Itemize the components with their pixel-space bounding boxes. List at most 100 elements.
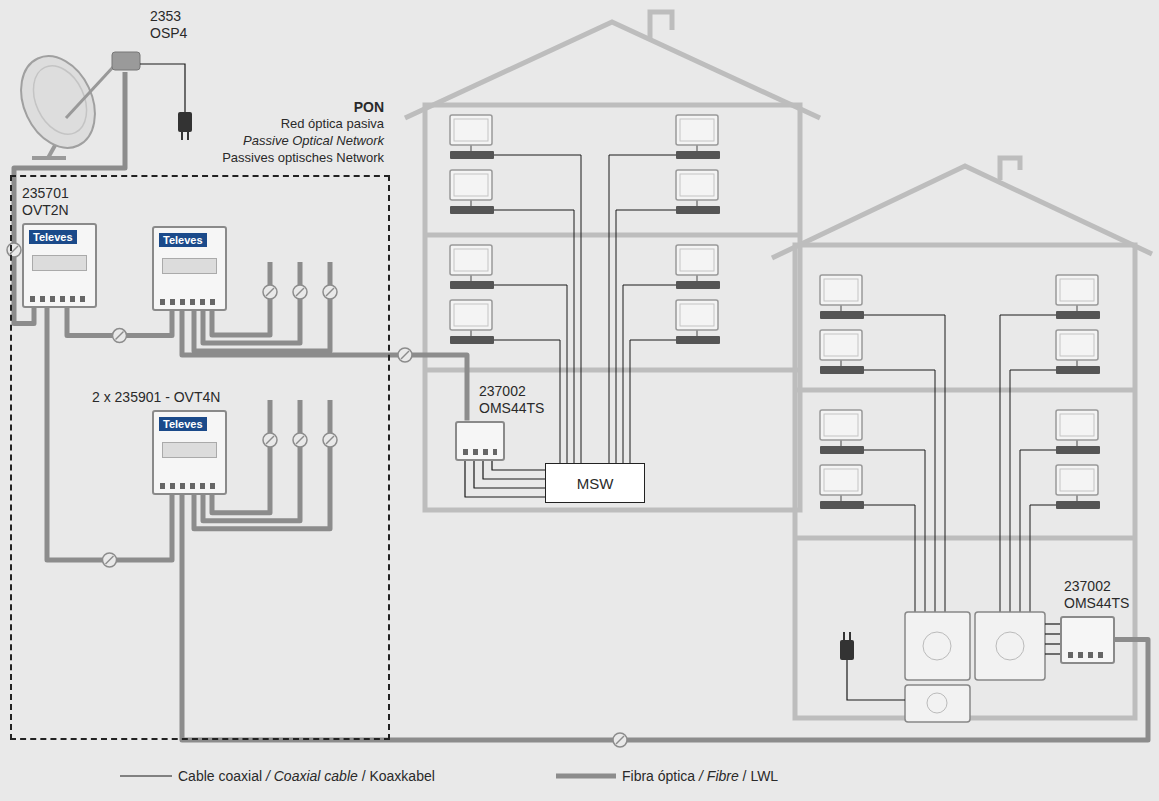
- splice-ring: [323, 285, 337, 299]
- legend-text: Fibra óptica / Fibre / LWL: [622, 768, 778, 784]
- coax-wire: [494, 285, 567, 463]
- optical-transmitter: 235701 OVT2NTeleves: [22, 185, 97, 308]
- coax-wire: [1030, 505, 1056, 612]
- tv-set: [820, 410, 864, 454]
- device-housing: Televes: [22, 223, 97, 308]
- coax-wire: [494, 155, 581, 463]
- optical-receiver: 237002 OMS44TS: [455, 383, 549, 461]
- device-housing: Televes: [152, 410, 227, 495]
- tv-screen: [676, 170, 718, 200]
- splice-symbol: [263, 433, 277, 447]
- splice-symbol: [398, 348, 412, 362]
- set-top-box: [676, 151, 720, 159]
- splice-symbols: [7, 243, 627, 747]
- splice-ring: [323, 433, 337, 447]
- device-housing: [455, 421, 505, 461]
- set-top-box: [820, 501, 864, 509]
- set-top-box: [450, 151, 494, 159]
- splice-symbol: [263, 285, 277, 299]
- set-top-box: [676, 206, 720, 214]
- tv-display: [680, 174, 714, 196]
- coax-wire: [1000, 315, 1056, 612]
- tv-display: [1060, 414, 1094, 436]
- tv-display: [454, 249, 488, 271]
- coax-wiring: [1045, 624, 1060, 654]
- device-ports: [160, 483, 219, 489]
- splice-ring: [113, 329, 127, 343]
- legend-sample: [120, 770, 172, 782]
- set-top-box: [676, 281, 720, 289]
- chimney: [1000, 158, 1020, 180]
- tv-screen: [676, 245, 718, 275]
- tv-stand: [470, 330, 472, 336]
- part-number: 237002 OMS44TS: [1060, 578, 1134, 612]
- part-number: 237002 OMS44TS: [455, 383, 549, 417]
- set-top-box: [450, 336, 494, 344]
- coax-wire: [630, 340, 676, 463]
- plug-pin: [849, 632, 851, 640]
- splice-symbol: [293, 285, 307, 299]
- plug-pin: [187, 132, 189, 140]
- lnb: [112, 52, 140, 70]
- house-outline: [405, 12, 820, 510]
- tv-display: [824, 334, 858, 356]
- floor: [795, 536, 1135, 541]
- fibre-output: [194, 400, 330, 529]
- coax-link: [465, 461, 545, 497]
- psu-dial: [927, 693, 947, 713]
- tv-set: [450, 170, 494, 214]
- fibre-output: [212, 262, 270, 335]
- fibre-outputs: [14, 72, 545, 529]
- part-number: 2 x 235901 - OVT4N: [92, 389, 227, 406]
- tv-stand: [840, 495, 842, 501]
- splice-symbol: [613, 733, 627, 747]
- legend-text: Cable coaxial / Coaxial cable / Koaxkabe…: [178, 768, 435, 784]
- fibre-link: [182, 311, 467, 421]
- tv-set: [820, 465, 864, 509]
- tv-screen: [820, 465, 862, 495]
- box-label: MSW: [577, 475, 614, 492]
- splice-symbol: [323, 285, 337, 299]
- optical-receiver: 237002 OMS44TS: [1060, 578, 1134, 664]
- tv-stand: [1076, 440, 1078, 446]
- device-panel: [32, 255, 87, 271]
- splice-ring: [293, 285, 307, 299]
- tv-set: [450, 115, 494, 159]
- chimney: [650, 12, 672, 40]
- coax-wire: [609, 155, 676, 463]
- splice-ring: [103, 553, 117, 567]
- fibre-output: [212, 400, 270, 513]
- region-heading: PONRed óptica pasivaPassive Optical Netw…: [222, 98, 384, 167]
- tv-set: [1056, 330, 1100, 374]
- tv-screen: [820, 275, 862, 305]
- coax-wire: [616, 210, 676, 463]
- coax-wire: [492, 461, 545, 470]
- fibre-output: [203, 262, 300, 343]
- plug-body: [840, 640, 854, 660]
- power-wire: [847, 660, 905, 700]
- multiswitch-box: MSW: [545, 463, 645, 503]
- tv-display: [454, 174, 488, 196]
- tv-display: [680, 304, 714, 326]
- coax-wire: [1045, 633, 1060, 634]
- splice-mark: [326, 288, 334, 296]
- tv-screen: [450, 170, 492, 200]
- splice-mark: [116, 332, 124, 340]
- tv-display: [1060, 334, 1094, 356]
- tv-display: [680, 249, 714, 271]
- brand-logo: Televes: [159, 233, 207, 247]
- network-caption: Red óptica pasiva: [222, 116, 384, 133]
- multiswitch: [905, 612, 970, 680]
- set-top-box: [820, 366, 864, 374]
- tv-screen: [676, 115, 718, 145]
- tv-stand: [696, 145, 698, 151]
- tv-display: [454, 304, 488, 326]
- house-outline: [772, 158, 1152, 718]
- floor: [425, 233, 800, 238]
- legend-line: [120, 775, 172, 776]
- splice-symbol: [113, 329, 127, 343]
- coax-wire: [864, 505, 915, 612]
- tv-screen: [450, 300, 492, 330]
- tv-stand: [840, 360, 842, 366]
